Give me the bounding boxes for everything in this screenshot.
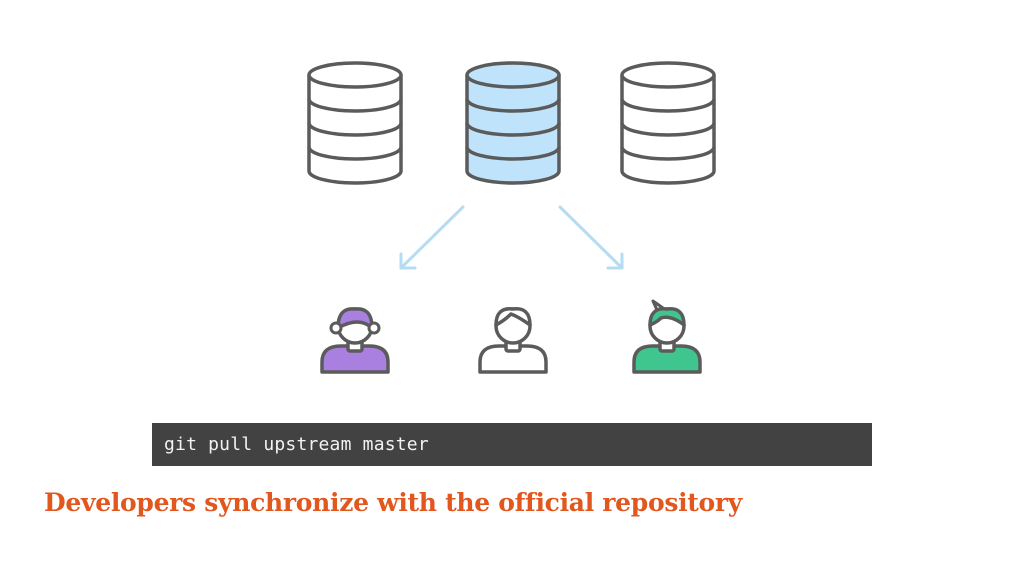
arrow-down-right-icon: [558, 205, 624, 270]
developer-neutral-icon: [478, 307, 548, 374]
developer-female-icon: [320, 307, 390, 374]
git-command: git pull upstream master: [164, 434, 429, 455]
sync-diagram: [307, 61, 716, 374]
repository-left-icon: [307, 61, 403, 185]
arrow-down-left-icon: [399, 205, 465, 270]
repository-official-icon: [465, 61, 561, 185]
slide-caption: Developers synchronize with the official…: [44, 488, 743, 517]
developer-male-icon: [632, 299, 702, 374]
repository-right-icon: [620, 61, 716, 185]
command-bar: git pull upstream master: [152, 423, 872, 466]
